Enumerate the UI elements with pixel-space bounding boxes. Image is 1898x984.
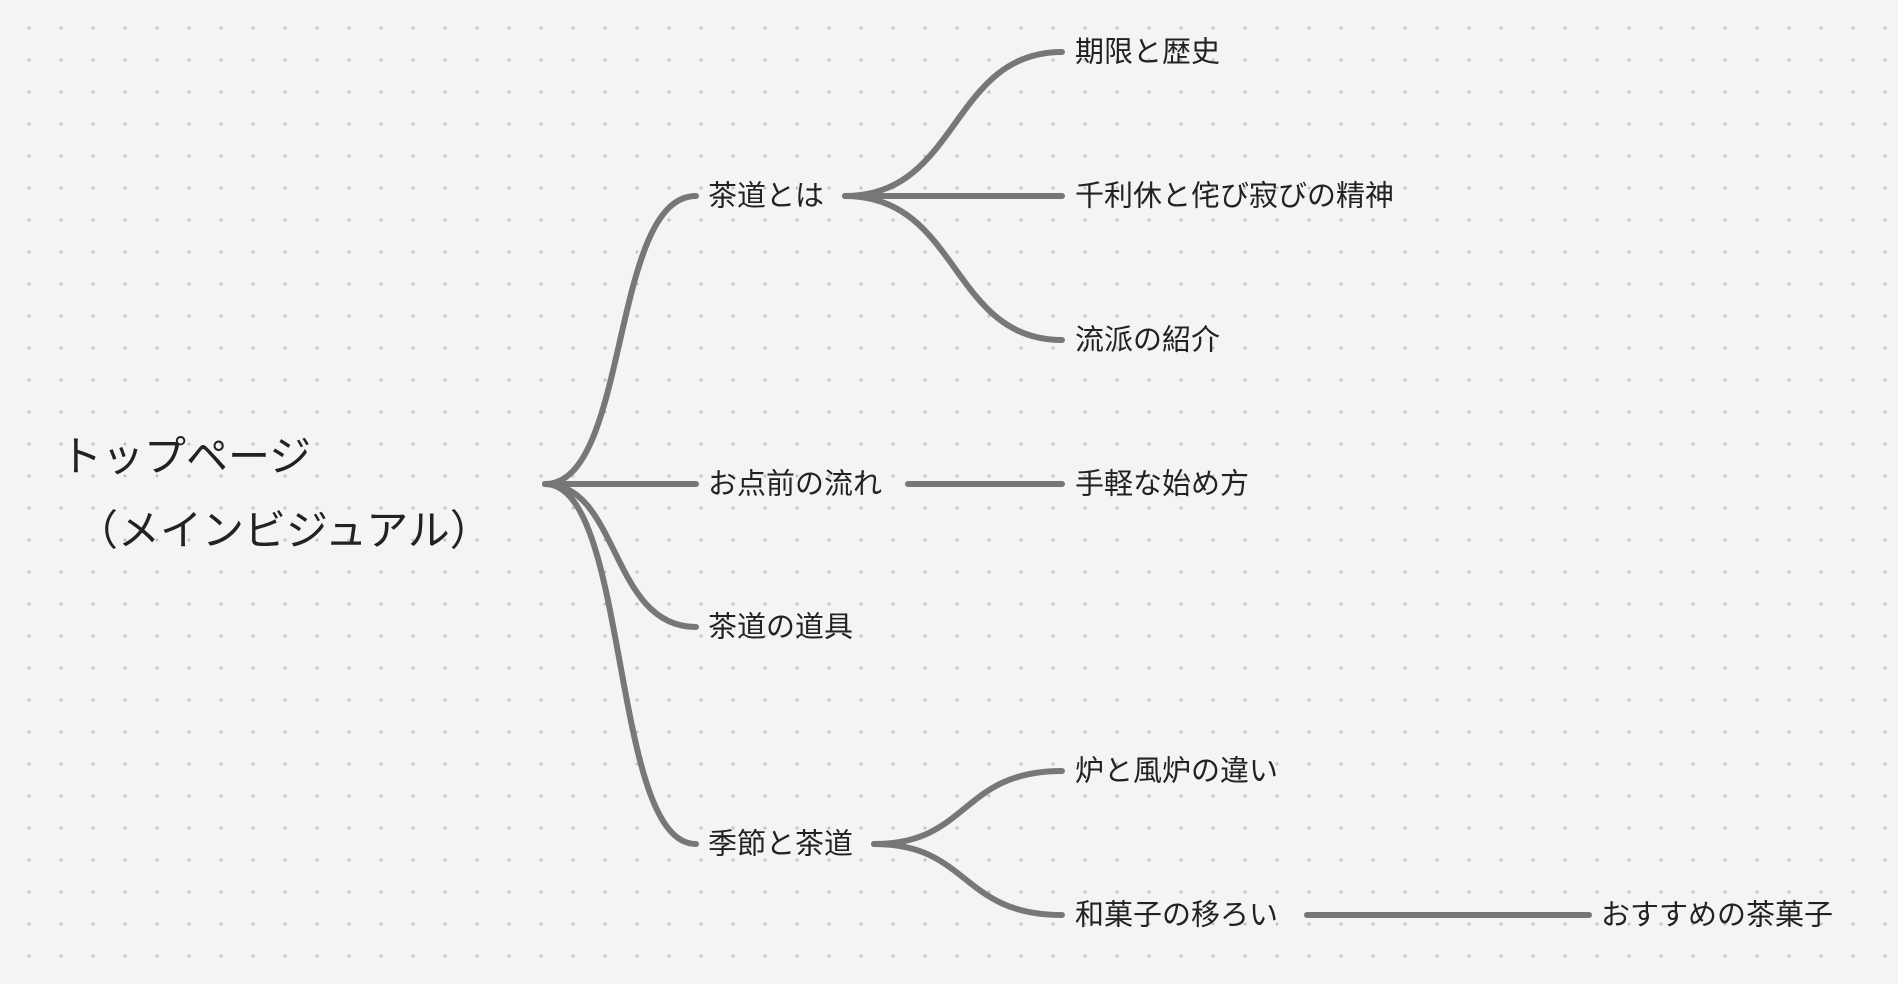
edge-root-kisetsu [542, 481, 699, 847]
edge-root-chado [542, 193, 699, 487]
node-dougu[interactable]: 茶道の道具 [708, 609, 854, 644]
node-hajimekata[interactable]: 手軽な始め方 [1075, 466, 1250, 501]
node-otemae[interactable]: お点前の流れ [708, 466, 883, 501]
edge-chado-rekishi [842, 49, 1065, 199]
node-chagashi[interactable]: おすすめの茶菓子 [1601, 897, 1834, 932]
edge-kisetsu-wagashi [871, 841, 1065, 918]
root-title-line2: （メインビジュアル） [76, 506, 492, 555]
edge-root-dougu [542, 481, 699, 630]
node-ryuha[interactable]: 流派の紹介 [1075, 322, 1221, 357]
root-title-line1: トップページ [60, 432, 312, 481]
node-kisetsu[interactable]: 季節と茶道 [708, 826, 854, 861]
root-node[interactable]: トップページ （メインビジュアル） [60, 420, 492, 568]
node-wagashi[interactable]: 和菓子の移ろい [1075, 897, 1279, 932]
node-chado-towa[interactable]: 茶道とは [708, 178, 825, 213]
node-ro-furo[interactable]: 炉と風炉の違い [1075, 753, 1279, 788]
node-rekishi[interactable]: 期限と歴史 [1075, 34, 1221, 69]
node-rikyu[interactable]: 千利休と侘び寂びの精神 [1075, 178, 1395, 213]
edge-chado-ryuha [842, 193, 1065, 343]
edge-kisetsu-ro [871, 768, 1065, 847]
